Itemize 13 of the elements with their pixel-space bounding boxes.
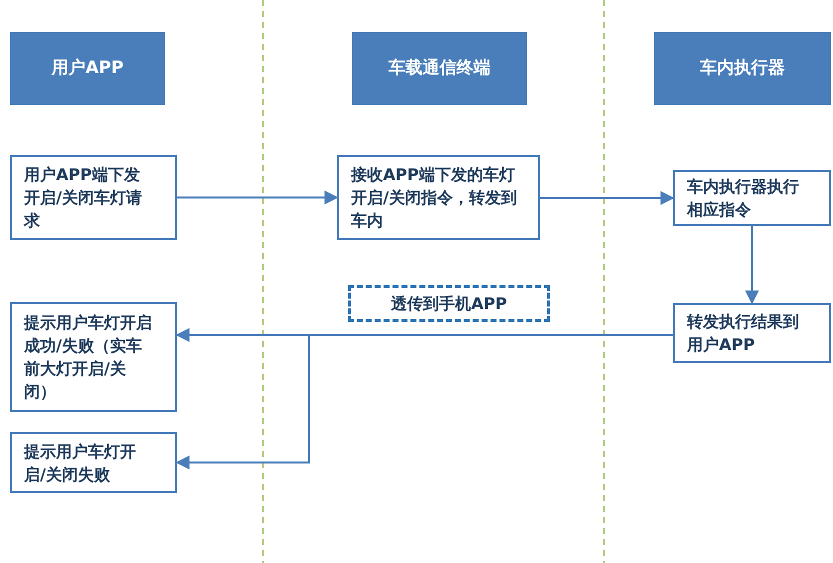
process-box: 提示用户车灯开启/关闭失败 — [10, 432, 177, 493]
lane-header: 用户APP — [10, 32, 165, 105]
process-box: 车内执行器执行相应指令 — [673, 170, 831, 226]
note-box: 透传到手机APP — [348, 285, 550, 322]
process-box: 转发执行结果到用户APP — [673, 303, 831, 363]
lane-header: 车内执行器 — [654, 32, 831, 105]
process-box: 用户APP端下发开启/关闭车灯请求 — [10, 155, 177, 240]
lane-header: 车载通信终端 — [352, 32, 527, 105]
arrow — [745, 226, 759, 304]
process-box: 提示用户车灯开启成功/失败（实车前大灯开启/关闭） — [10, 302, 177, 412]
arrow — [177, 190, 338, 204]
arrow — [540, 191, 674, 205]
process-box: 接收APP端下发的车灯开启/关闭指令，转发到车内 — [337, 155, 540, 240]
